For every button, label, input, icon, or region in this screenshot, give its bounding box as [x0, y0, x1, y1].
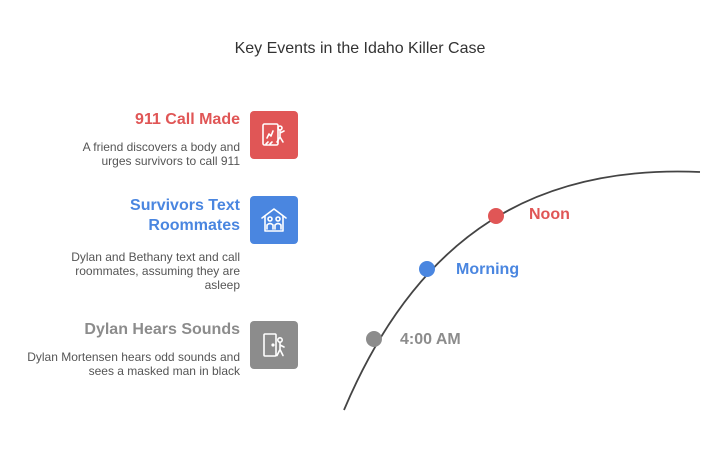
event-description: Dylan Mortensen hears odd sounds and see… — [27, 350, 240, 378]
event-title: Dylan Hears Sounds — [84, 321, 240, 338]
event-survivors-text: Survivors Text Roommates Dylan and Betha… — [20, 196, 240, 292]
event-dylan-hears: Dylan Hears Sounds Dylan Mortensen hears… — [20, 320, 240, 378]
timeline-marker-0 — [488, 208, 504, 224]
event-911-call: 911 Call Made A friend discovers a body … — [20, 110, 240, 168]
event-description: Dylan and Bethany text and call roommate… — [71, 250, 240, 292]
timeline-arc — [343, 170, 701, 411]
door-figure-icon — [250, 321, 298, 369]
timeline-label-2: 4:00 AM — [400, 331, 461, 348]
house-people-icon — [250, 196, 298, 244]
phone-call-icon — [250, 111, 298, 159]
timeline-label-0: Noon — [529, 206, 570, 223]
timeline-marker-1 — [419, 261, 435, 277]
diagram-title: Key Events in the Idaho Killer Case — [234, 40, 486, 57]
timeline-label-1: Morning — [456, 261, 520, 278]
event-title: Survivors Text Roommates — [130, 197, 240, 234]
event-description: A friend discovers a body and urges surv… — [82, 140, 240, 168]
timeline-marker-2 — [366, 331, 382, 347]
event-title: 911 Call Made — [135, 111, 240, 128]
